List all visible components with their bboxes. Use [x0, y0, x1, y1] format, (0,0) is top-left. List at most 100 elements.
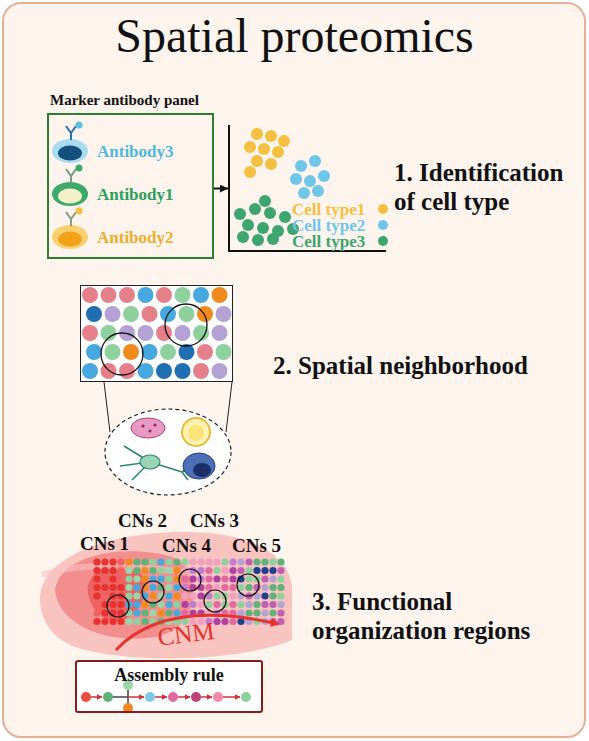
tissue-cell — [93, 567, 100, 574]
scatter-dot — [252, 234, 264, 246]
tissue-region — [40, 532, 292, 658]
cn-label: CNs 3 — [190, 510, 239, 532]
tissue-cell — [86, 344, 102, 360]
tissue-cell — [133, 567, 140, 574]
cell-nucleus — [58, 189, 82, 204]
tissue-cell — [221, 584, 228, 591]
rule-box-fill — [75, 660, 263, 713]
tissue-cell — [173, 592, 180, 599]
tissue-cell — [269, 592, 276, 599]
neuron-process — [120, 446, 190, 480]
antibody-symbol — [66, 212, 76, 226]
tissue-cell — [237, 609, 244, 616]
tissue-cell — [141, 618, 148, 625]
scatter-dot — [249, 203, 261, 215]
antibody-cell-icon — [52, 122, 88, 164]
tissue-cell — [189, 592, 196, 599]
box-title: Assembly rule — [77, 665, 261, 686]
scatter-dot — [295, 160, 307, 172]
panel-heading: Marker antibody panel — [50, 92, 199, 109]
tissue-cell — [237, 567, 244, 574]
neighborhood-circle — [101, 333, 143, 375]
tissue-cell — [109, 584, 116, 591]
spatial-field: 2. Spatial neighborhood — [80, 285, 233, 382]
cn-label: CNs 2 — [118, 510, 167, 532]
tissue-cell — [179, 306, 195, 322]
tissue-cell — [213, 567, 220, 574]
tissue-cell — [229, 584, 236, 591]
tissue-cell — [229, 575, 236, 582]
chain-cell — [81, 692, 91, 702]
tissue-cell — [277, 584, 284, 591]
tissue-cell — [93, 558, 100, 565]
tissue-cell — [117, 601, 124, 608]
chain-link — [113, 696, 128, 698]
tissue-cell — [133, 575, 140, 582]
tissue-cell — [109, 601, 116, 608]
scatter-dot — [265, 130, 277, 142]
tissue-cell — [125, 584, 132, 591]
tissue-cell — [101, 567, 108, 574]
cell-nucleus — [58, 146, 82, 161]
antibody-label: Antibody3 — [97, 142, 174, 162]
tissue-cell — [253, 558, 260, 565]
tissue-cell — [277, 618, 284, 625]
tissue-cell — [245, 584, 252, 591]
tissue-cell — [253, 567, 260, 574]
chain-arrow — [223, 696, 240, 698]
tissue-cell — [181, 592, 188, 599]
cell-nucleus — [193, 463, 211, 477]
tissue-cell — [93, 609, 100, 616]
tissue-cell — [93, 592, 100, 599]
tissue-cell — [133, 618, 140, 625]
chain-cell — [241, 692, 251, 702]
pink-cell — [131, 418, 165, 438]
scatter-dot — [318, 170, 330, 182]
antibody-panel-box: Marker antibody panelAntibody3Antibody1A… — [47, 113, 214, 259]
granule — [148, 429, 151, 432]
tissue-blob — [88, 565, 145, 621]
tissue-cell — [229, 567, 236, 574]
tissue-cell — [261, 584, 268, 591]
tissue-cell — [205, 567, 212, 574]
tissue-cell — [193, 363, 209, 379]
tissue-cell — [181, 601, 188, 608]
tissue-cell — [133, 558, 140, 565]
tissue-cell — [277, 609, 284, 616]
tissue-cell — [141, 575, 148, 582]
tissue-cell — [156, 287, 172, 303]
chain-arrow — [155, 696, 167, 698]
tissue-cell — [173, 567, 180, 574]
cn-circle — [204, 590, 226, 612]
tissue-cell — [261, 575, 268, 582]
chain-cell — [213, 692, 223, 702]
tissue-cell — [173, 584, 180, 591]
tissue-cell — [221, 575, 228, 582]
cn-circle — [142, 581, 164, 603]
tissue-cell — [221, 567, 228, 574]
cell-membrane — [52, 182, 88, 206]
connector-arrow — [214, 188, 228, 190]
tissue-cell — [245, 567, 252, 574]
tissue-cell — [213, 618, 220, 625]
tissue-cell — [269, 609, 276, 616]
scatter-dot — [298, 187, 310, 199]
tissue-cell — [245, 609, 252, 616]
tissue-cell — [221, 558, 228, 565]
tissue-cell — [133, 584, 140, 591]
tissue-cell — [125, 618, 132, 625]
scatter-dot — [279, 211, 291, 223]
tissue-cell — [173, 601, 180, 608]
tissue-cell — [165, 609, 172, 616]
tissue-cell — [229, 558, 236, 565]
tissue-cell — [245, 601, 252, 608]
tissue-cell — [141, 558, 148, 565]
cn-circle — [237, 574, 259, 596]
legend-text: Cell type1 — [292, 201, 365, 218]
cn-circle — [107, 595, 129, 617]
tissue-cell — [212, 325, 228, 341]
tissue-cell — [82, 325, 98, 341]
tissue-cell — [86, 306, 102, 322]
tissue-cell — [165, 558, 172, 565]
tissue-cell — [93, 584, 100, 591]
